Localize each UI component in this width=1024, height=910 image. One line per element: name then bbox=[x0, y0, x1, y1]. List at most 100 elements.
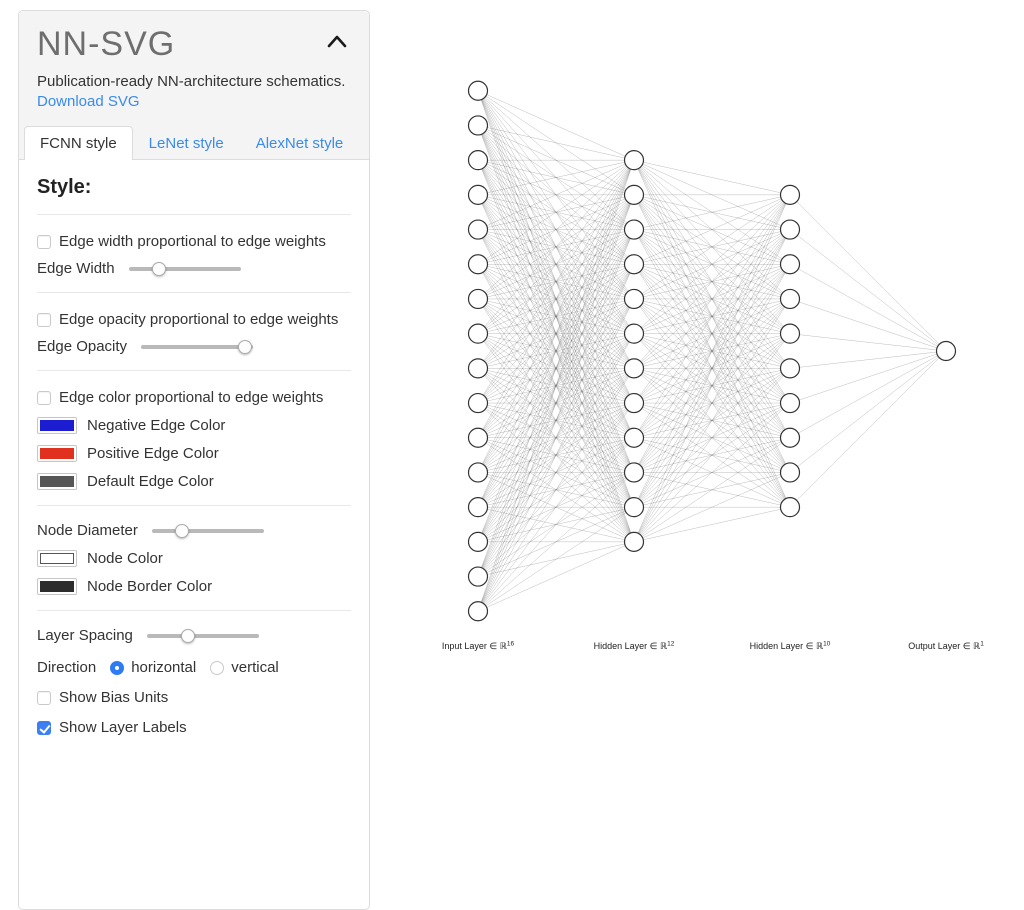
edge-width-slider[interactable] bbox=[128, 261, 241, 276]
style-heading: Style: bbox=[37, 176, 92, 199]
default-edge-color-swatch[interactable] bbox=[37, 473, 77, 491]
node-border-color-swatch[interactable] bbox=[37, 578, 77, 596]
network-node bbox=[779, 462, 801, 483]
network-node bbox=[779, 358, 801, 379]
network-node bbox=[623, 531, 645, 552]
default-edge-color-row: Default Edge Color bbox=[37, 473, 351, 491]
edge-color-checkbox[interactable] bbox=[37, 390, 51, 405]
divider bbox=[37, 610, 351, 612]
edge-opacity-checkbox-row: Edge opacity proportional to edge weight… bbox=[37, 311, 351, 328]
slider-track bbox=[146, 633, 259, 638]
direction-vertical-label: vertical bbox=[231, 659, 279, 677]
direction-label: Direction bbox=[37, 659, 97, 677]
divider bbox=[37, 214, 351, 216]
slider-thumb[interactable] bbox=[175, 523, 190, 538]
show-bias-units-checkbox[interactable] bbox=[37, 690, 51, 705]
default-edge-color-label: Default Edge Color bbox=[87, 473, 214, 491]
network-node bbox=[623, 358, 645, 379]
network-node bbox=[779, 392, 801, 414]
edge-opacity-checkbox[interactable] bbox=[37, 312, 51, 327]
network-node bbox=[467, 150, 489, 171]
network-node bbox=[467, 254, 489, 275]
network-node bbox=[779, 184, 801, 205]
slider-track bbox=[151, 528, 264, 533]
network-node bbox=[779, 288, 801, 310]
network-node bbox=[467, 566, 489, 587]
tab-alexnet-style[interactable]: AlexNet style bbox=[255, 135, 344, 153]
network-node bbox=[467, 288, 489, 310]
network-node bbox=[467, 497, 489, 518]
tab-lenet-style[interactable]: LeNet style bbox=[148, 135, 224, 153]
edge-width-checkbox-label: Edge width proportional to edge weights bbox=[59, 233, 326, 251]
node-border-color-label: Node Border Color bbox=[87, 578, 213, 596]
tab-fcnn-style[interactable]: FCNN style bbox=[24, 126, 133, 161]
network-node bbox=[623, 150, 645, 171]
network-node bbox=[467, 427, 489, 448]
network-node bbox=[623, 427, 645, 448]
show-layer-labels-label: Show Layer Labels bbox=[59, 719, 187, 737]
edge-width-slider-row: Edge Width bbox=[37, 260, 351, 277]
layer-spacing-slider-label: Layer Spacing bbox=[37, 627, 133, 645]
show-layer-labels-row: Show Layer Labels bbox=[37, 719, 351, 736]
network-node bbox=[467, 601, 489, 622]
direction-horizontal-label: horizontal bbox=[131, 659, 197, 677]
network-node bbox=[623, 323, 645, 344]
slider-track bbox=[141, 344, 254, 349]
network-node bbox=[467, 323, 489, 344]
edge-width-checkbox-row: Edge width proportional to edge weights bbox=[37, 233, 351, 250]
layer-spacing-slider[interactable] bbox=[146, 628, 259, 643]
network-node bbox=[779, 323, 801, 344]
positive-edge-color-row: Positive Edge Color bbox=[37, 445, 351, 463]
download-svg-link[interactable]: Download SVG bbox=[37, 93, 140, 111]
layer-label: Input Layer ∈ ℝ16 bbox=[442, 641, 515, 652]
show-layer-labels-checkbox[interactable] bbox=[37, 720, 51, 735]
nn-svg-panel: NN-SVG Publication-ready NN-architecture… bbox=[18, 10, 370, 910]
network-node bbox=[623, 254, 645, 275]
divider bbox=[37, 370, 351, 372]
network-node bbox=[467, 462, 489, 483]
edge-opacity-slider-row: Edge Opacity bbox=[37, 338, 351, 355]
edge-width-checkbox[interactable] bbox=[37, 234, 51, 249]
network-node bbox=[467, 392, 489, 414]
collapse-button[interactable] bbox=[325, 25, 351, 52]
direction-vertical-radio[interactable] bbox=[210, 660, 225, 675]
node-border-color-row: Node Border Color bbox=[37, 578, 351, 596]
edge-color-checkbox-label: Edge color proportional to edge weights bbox=[59, 389, 324, 407]
color-swatch bbox=[40, 476, 74, 488]
network-node bbox=[623, 219, 645, 240]
node-diameter-slider[interactable] bbox=[151, 523, 264, 538]
direction-row: Direction horizontal vertical bbox=[37, 659, 351, 676]
negative-edge-color-label: Negative Edge Color bbox=[87, 417, 226, 435]
node-diameter-slider-row: Node Diameter bbox=[37, 522, 351, 539]
network-node bbox=[623, 288, 645, 310]
style-panel-content: Style: Edge width proportional to edge w… bbox=[19, 160, 369, 757]
app-title: NN-SVG bbox=[37, 25, 176, 63]
edge-color-checkbox-row: Edge color proportional to edge weights bbox=[37, 389, 351, 406]
direction-horizontal-radio[interactable] bbox=[110, 660, 125, 675]
slider-thumb[interactable] bbox=[238, 339, 253, 354]
panel-header: NN-SVG Publication-ready NN-architecture… bbox=[19, 11, 369, 161]
network-node bbox=[467, 184, 489, 205]
network-node bbox=[779, 219, 801, 240]
edge-opacity-slider[interactable] bbox=[141, 339, 254, 354]
color-swatch bbox=[40, 420, 74, 432]
show-bias-units-row: Show Bias Units bbox=[37, 689, 351, 706]
slider-thumb[interactable] bbox=[151, 261, 166, 276]
node-color-row: Node Color bbox=[37, 550, 351, 568]
positive-edge-color-label: Positive Edge Color bbox=[87, 445, 219, 463]
network-node bbox=[779, 254, 801, 275]
network-node bbox=[779, 497, 801, 518]
slider-thumb[interactable] bbox=[181, 628, 196, 643]
node-color-swatch[interactable] bbox=[37, 550, 77, 568]
network-node bbox=[623, 392, 645, 414]
network-node bbox=[623, 184, 645, 205]
positive-edge-color-swatch[interactable] bbox=[37, 445, 77, 463]
network-node bbox=[467, 219, 489, 240]
divider bbox=[37, 505, 351, 507]
negative-edge-color-swatch[interactable] bbox=[37, 417, 77, 435]
layer-spacing-slider-row: Layer Spacing bbox=[37, 627, 351, 644]
style-tabs: FCNN style LeNet style AlexNet style bbox=[19, 126, 369, 161]
color-swatch bbox=[40, 448, 74, 460]
edge-opacity-checkbox-label: Edge opacity proportional to edge weight… bbox=[59, 311, 339, 329]
network-node bbox=[467, 358, 489, 379]
